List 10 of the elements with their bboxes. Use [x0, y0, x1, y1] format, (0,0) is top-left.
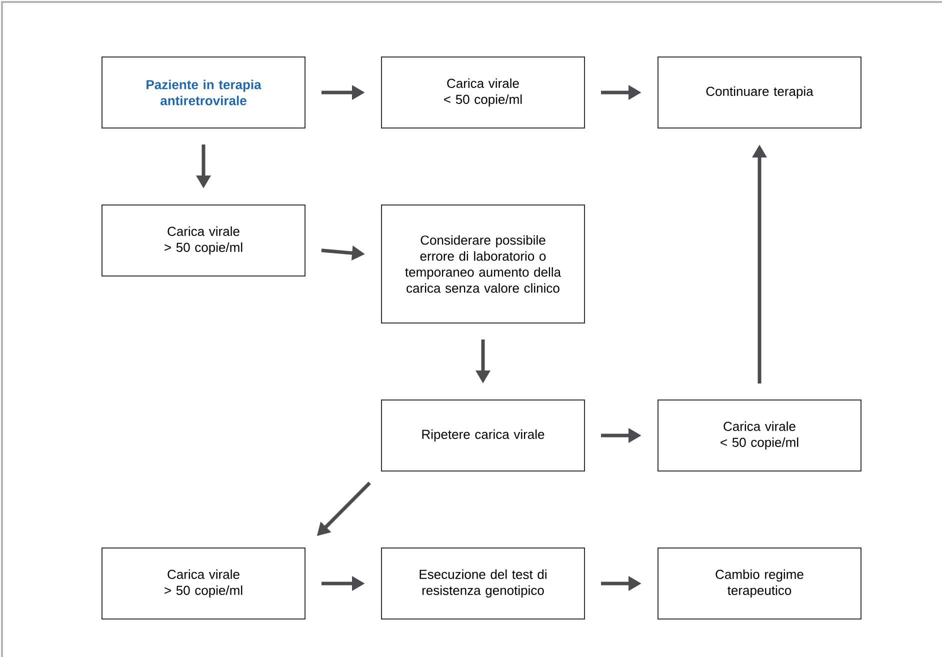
process-box: Esecuzione del test di resistenza genotipico [381, 548, 585, 620]
start-box: Paziente in terapia antiretrovirale [102, 56, 306, 128]
process-box: Cambio regime terapeutico [658, 548, 862, 620]
process-box: Ripetere carica virale [381, 400, 585, 472]
process-box: Carica virale > 50 copie/ml [102, 204, 306, 276]
process-box: Carica virale > 50 copie/ml [102, 548, 306, 620]
process-box: Considerare possibile errore di laboratorio o temporaneo aumento della carica senza valore clinico [381, 204, 585, 324]
process-box: Carica virale < 50 copie/ml [381, 56, 585, 128]
process-box: Continuare terapia [658, 56, 862, 128]
process-box: Carica virale < 50 copie/ml [658, 400, 862, 472]
